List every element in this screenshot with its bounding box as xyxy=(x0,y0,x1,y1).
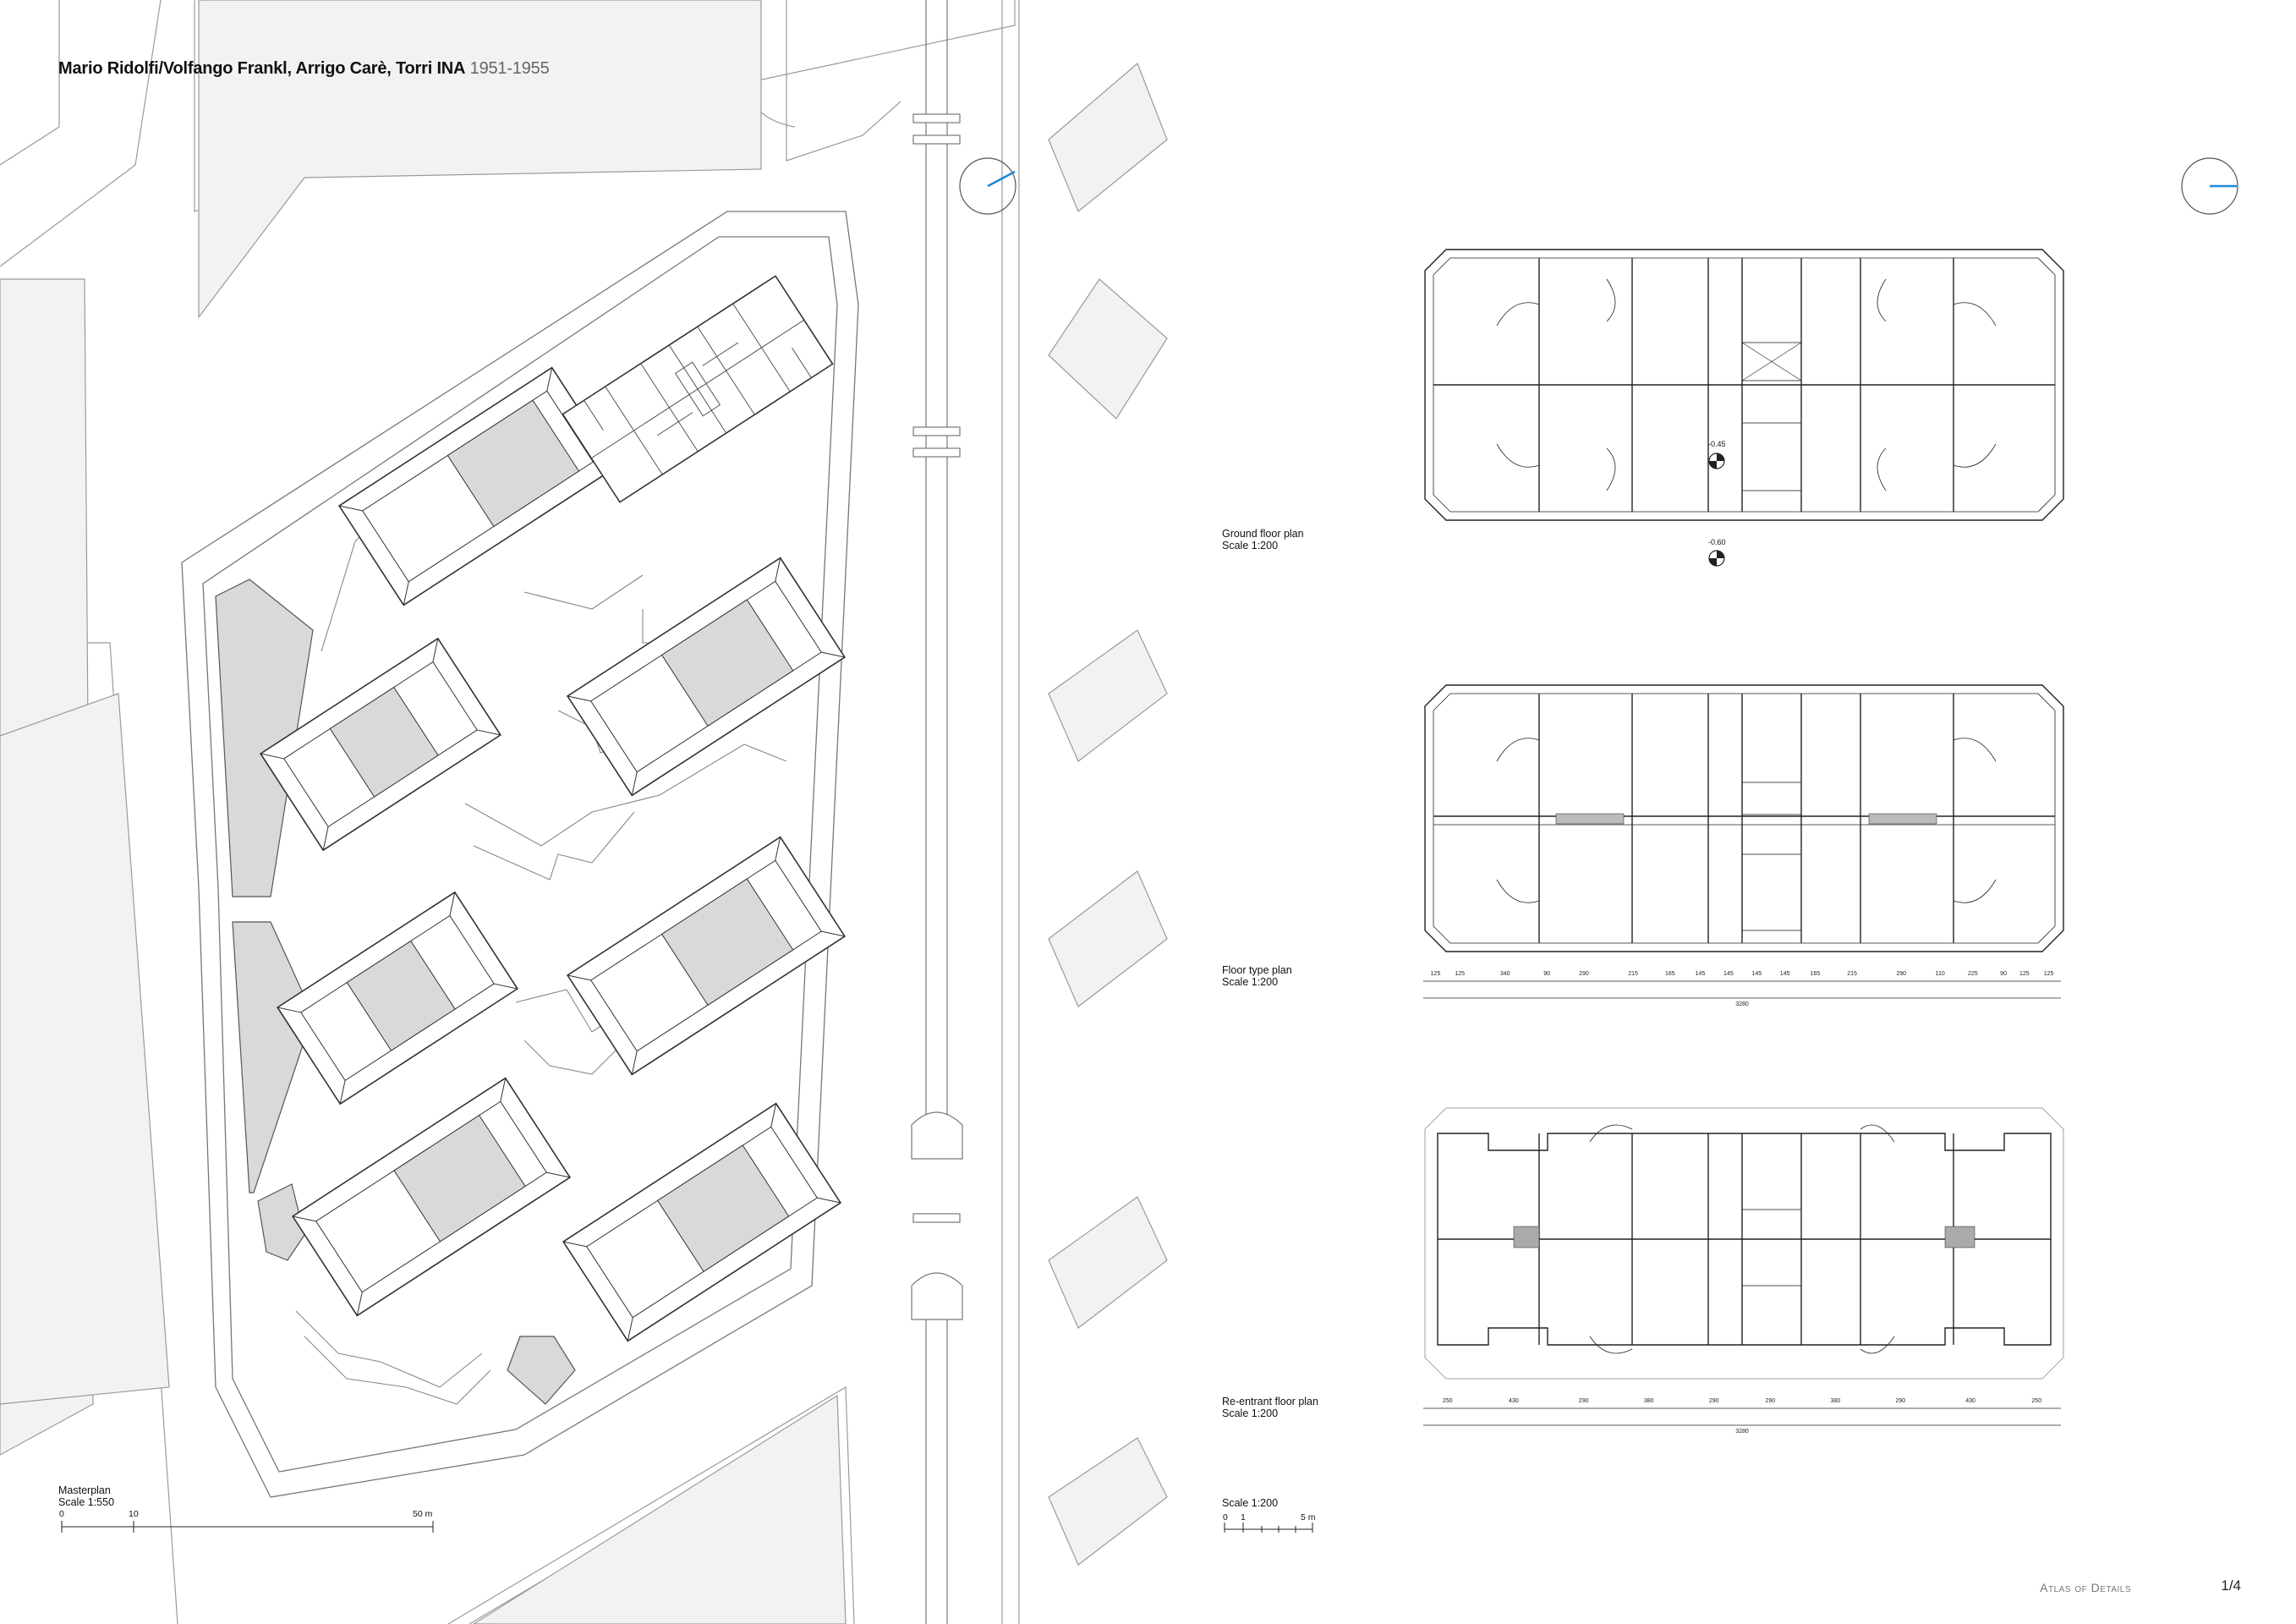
level-label-2: -0.60 xyxy=(1708,538,1726,546)
scalebar-masterplan-graphic xyxy=(61,1521,434,1533)
dimension-label: 90 xyxy=(2000,971,2007,977)
median xyxy=(911,0,963,1624)
re-entrant-total: 3280 xyxy=(1735,1429,1749,1435)
dimension-label: 165 xyxy=(1810,971,1821,977)
page-number: 1/4 xyxy=(2221,1577,2241,1594)
tower-detailed xyxy=(562,275,834,503)
floor-type-scale-text: Scale 1:200 xyxy=(1222,976,1279,988)
dimension-label: 90 xyxy=(1543,971,1551,977)
masterplan-label: Masterplan Scale 1:550 xyxy=(58,1484,114,1508)
tower-1 xyxy=(337,366,618,606)
dimension-label: 165 xyxy=(1664,971,1675,977)
dimension-lines xyxy=(1423,980,2061,1426)
scalebar-1-200-tick-0: 0 xyxy=(1223,1512,1228,1522)
title-authors: Mario Ridolfi/Volfango Frankl, Arrigo Ca… xyxy=(58,59,466,78)
masterplan-scale-text: Scale 1:550 xyxy=(58,1496,115,1508)
floor-type-total: 3280 xyxy=(1735,1001,1749,1007)
masterplan-tick-0: 0 xyxy=(59,1509,64,1519)
level-markers xyxy=(1708,453,1725,567)
dimension-label: 290 xyxy=(1895,1398,1906,1404)
dimension-label: 145 xyxy=(1723,971,1734,977)
tower-4 xyxy=(277,891,518,1106)
tower-7 xyxy=(562,1102,842,1342)
tower-6 xyxy=(291,1077,572,1317)
masterplan-towers xyxy=(260,275,847,1342)
dimension-label: 125 xyxy=(2019,971,2030,977)
floor-type-plan xyxy=(1424,684,2064,952)
re-entrant-floor-plan xyxy=(1424,1107,2064,1380)
scalebar-1-200-graphic xyxy=(1224,1522,1313,1533)
ground-floor-label: Ground floor plan Scale 1:200 xyxy=(1222,528,1304,551)
dimension-label: 215 xyxy=(1628,971,1638,977)
dimension-label: 290 xyxy=(1579,971,1589,977)
dimension-label: 215 xyxy=(1847,971,1857,977)
scalebar-1-200-label: Scale 1:200 xyxy=(1222,1497,1279,1509)
dimension-label: 380 xyxy=(1830,1398,1841,1404)
masterplan-label-text: Masterplan xyxy=(58,1484,111,1496)
tower-2 xyxy=(260,637,501,852)
dimension-label: 250 xyxy=(2031,1398,2042,1404)
scalebar-1-200-tick-5: 5 m xyxy=(1301,1512,1316,1522)
ground-floor-plan xyxy=(1424,249,2064,521)
dimension-label: 250 xyxy=(1442,1398,1453,1404)
grey-buildings xyxy=(215,579,576,1405)
scalebar-1-200-tick-1: 1 xyxy=(1241,1512,1246,1522)
dimension-label: 125 xyxy=(2043,971,2054,977)
dimension-label: 290 xyxy=(1896,971,1907,977)
dimension-label: 290 xyxy=(1708,1398,1719,1404)
re-entrant-label: Re-entrant floor plan Scale 1:200 xyxy=(1222,1396,1318,1419)
dimension-label: 290 xyxy=(1765,1398,1776,1404)
dimension-label: 145 xyxy=(1751,971,1762,977)
re-entrant-label-text: Re-entrant floor plan xyxy=(1222,1396,1318,1407)
dimension-label: 380 xyxy=(1643,1398,1654,1404)
ground-floor-scale-text: Scale 1:200 xyxy=(1222,540,1279,551)
dimension-label: 145 xyxy=(1695,971,1706,977)
tower-5 xyxy=(566,836,847,1076)
title-years: 1951-1955 xyxy=(469,59,550,78)
brand-label: Atlas of Details xyxy=(2040,1581,2131,1594)
masterplan-tick-10: 10 xyxy=(129,1509,139,1519)
dimension-label: 145 xyxy=(1779,971,1790,977)
dimension-label: 225 xyxy=(1967,971,1978,977)
level-label-1: -0.45 xyxy=(1708,440,1726,448)
dimension-label: 290 xyxy=(1578,1398,1589,1404)
north-arrow-plans xyxy=(2181,157,2238,215)
re-entrant-scale-text: Scale 1:200 xyxy=(1222,1407,1279,1419)
floor-type-label: Floor type plan Scale 1:200 xyxy=(1222,964,1292,988)
ground-floor-label-text: Ground floor plan xyxy=(1222,528,1304,540)
dimension-label: 110 xyxy=(1935,971,1945,977)
floor-type-label-text: Floor type plan xyxy=(1222,964,1292,976)
dimension-label: 430 xyxy=(1509,1398,1519,1404)
dimension-label: 125 xyxy=(1455,971,1465,977)
masterplan-tick-50: 50 m xyxy=(413,1509,433,1519)
dimension-label: 430 xyxy=(1965,1398,1975,1404)
tower-3 xyxy=(566,557,847,797)
dimension-label: 125 xyxy=(1430,971,1441,977)
north-arrow-masterplan xyxy=(959,157,1016,215)
context-blocks xyxy=(0,0,1168,1624)
dimension-label: 340 xyxy=(1499,971,1510,977)
page-title: Mario Ridolfi/Volfango Frankl, Arrigo Ca… xyxy=(58,59,550,79)
site-boundary xyxy=(181,211,859,1498)
